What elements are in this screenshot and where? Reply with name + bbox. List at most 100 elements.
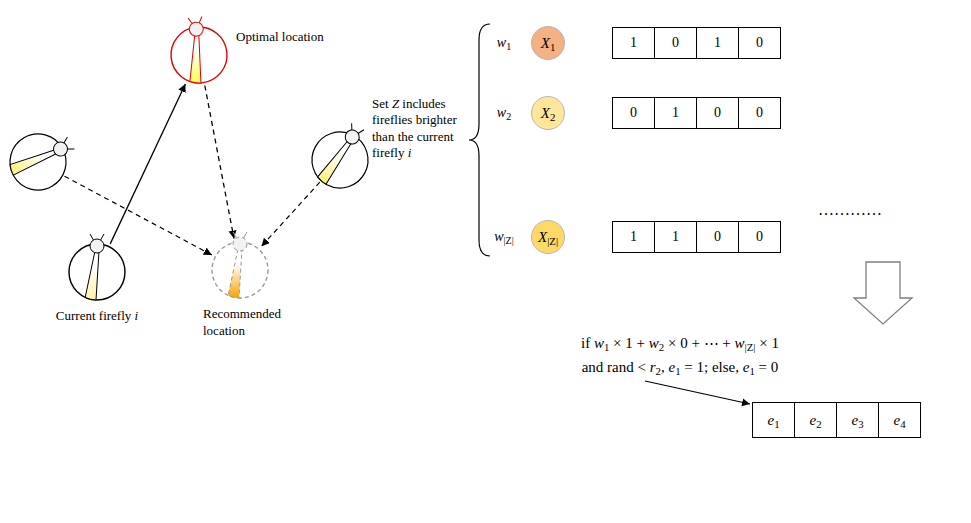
math-symbol: e [893,412,900,428]
math-subscript: |Z| [745,341,756,353]
figure-part [316,136,351,186]
circle-label: X1 [541,35,556,52]
bit-value: 1 [672,229,679,245]
math-subscript: 2 [506,111,511,122]
result-cell: e2 [794,402,837,438]
math-subscript: 1 [774,418,779,430]
math-symbol: X [541,105,550,121]
bit-cell: 0 [696,97,739,129]
figure-part [0,124,76,200]
math-symbol: e [767,412,774,428]
firefly-figure [302,113,382,198]
firefly-figure [62,232,132,306]
firefly-label: Recommended location [203,306,303,340]
bit-value: 0 [630,105,637,121]
bit-value: 1 [714,35,721,51]
bit-cell: 0 [696,221,739,253]
firefly-label: Current firefly i [56,308,138,325]
result-label: e2 [809,412,821,429]
formula-line: and rand < r2, e1 = 1; else, e1 = 0 [582,358,779,377]
math-subscript: 1 [604,341,609,353]
result-cell: e3 [836,402,879,438]
math-symbol: e [668,359,675,375]
bit-cell: 0 [612,97,655,129]
math-symbol: X [541,35,550,51]
result-label: e1 [767,412,779,429]
math-subscript: 2 [656,365,661,377]
firefly-label: Optimal location [236,29,324,46]
math-symbol: r [650,359,656,375]
firefly-node: Current firefly i [62,232,132,306]
math-subscript: 1 [506,41,511,52]
math-subscript: 4 [900,418,905,430]
math-symbol: e [851,412,858,428]
math-symbol: i [135,308,139,323]
circle-label: X|Z| [538,229,558,246]
bit-cell: 1 [612,221,655,253]
bit-value: 1 [672,105,679,121]
math-subscript: 1 [675,365,680,377]
bit-value: 1 [630,35,637,51]
math-symbol: w [649,335,659,351]
figure-part [167,14,230,85]
result-cell: e4 [878,402,921,438]
firefly-figure [0,119,85,200]
bit-value: 0 [672,35,679,51]
figure-part [51,139,70,158]
bit-cell: 1 [612,27,655,59]
firefly-circle: X1 [531,26,565,60]
math-subscript: |Z| [504,235,514,246]
math-symbol: w [497,105,506,120]
firefly-circle: X2 [531,96,565,130]
set-description: Set Z includes fireflies brighter than t… [372,96,464,161]
math-subscript: 3 [858,418,863,430]
math-subscript: 2 [659,341,664,353]
bit-cell: 1 [696,27,739,59]
bit-value: 0 [714,105,721,121]
bit-value: 1 [630,229,637,245]
bit-value: 0 [756,105,763,121]
figure-part [228,249,242,298]
math-symbol: X [538,229,547,245]
math-symbol: w [494,229,503,244]
figure-part [233,237,247,251]
dashed-arrow [65,176,212,255]
ellipsis-dots: ………… [818,200,882,220]
math-symbol: i [408,145,412,160]
math-symbol: e [809,412,816,428]
bit-value: 0 [714,229,721,245]
bit-value: 0 [756,229,763,245]
move-arrow [205,86,234,239]
bit-cell: 1 [654,97,697,129]
math-subscript: 1 [550,41,555,53]
math-subscript: |Z| [547,235,558,247]
figure-part [212,232,268,298]
circle-label: X2 [541,105,556,122]
weight-label: w|Z| [494,228,514,246]
bit-cell: 0 [654,27,697,59]
firefly-node: Optimal location [164,15,234,89]
result-label: e4 [893,412,905,429]
figure-part [8,141,57,177]
down-arrow [854,262,912,324]
math-subscript: 2 [550,111,555,123]
brace [469,24,490,256]
dashed-arrow [262,182,320,246]
math-symbol: w [497,35,506,50]
figure-part [69,234,125,300]
figure-part [85,251,99,300]
math-symbol: e [743,359,750,375]
result-label: e3 [851,412,863,429]
math-symbol: Z [392,96,399,111]
math-symbol: w [735,335,745,351]
firefly-circle: X|Z| [531,220,565,254]
firefly-figure [164,15,234,89]
formula-line: if w1 × 1 + w2 × 0 + ⋯ + w|Z| × 1 [581,334,779,353]
bit-cell: 1 [654,221,697,253]
weight-label: w1 [497,34,511,52]
bit-cell: 0 [738,27,781,59]
bit-cell: 0 [738,221,781,253]
figure-part [343,128,362,147]
